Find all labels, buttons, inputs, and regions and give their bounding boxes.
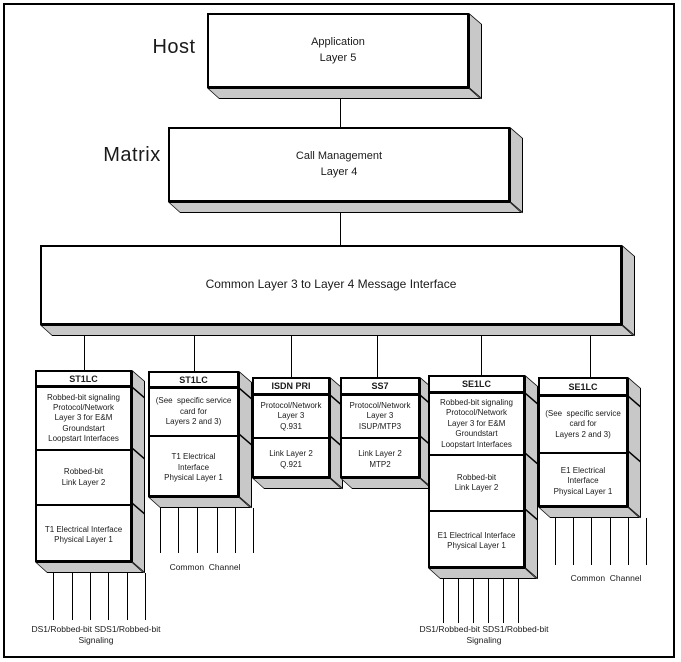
connector-common-to-st1lc-1: [84, 336, 85, 370]
card-se1lc-2-title: SE1LC: [540, 379, 626, 397]
matrix-label: Matrix: [103, 144, 161, 166]
application-box: Application Layer 5: [207, 13, 482, 100]
card-se1lc-2-signal-line: [573, 518, 574, 565]
card-se1lc-1-layer1: E1 Electrical Interface Physical Layer 1: [430, 510, 523, 570]
common-interface-box: Common Layer 3 to Layer 4 Message Interf…: [40, 245, 635, 337]
card-se1lc-2-layer1: E1 Electrical Interface Physical Layer 1: [540, 452, 626, 509]
left-ds1-signaling-label: DS1/Robbed-bit SDS1/Robbed-bit Signaling: [31, 624, 161, 646]
card-st1lc-2-signal-line: [197, 508, 198, 553]
connector-common-to-se1lc-1: [481, 336, 482, 375]
application-box-side-face: [469, 13, 482, 100]
card-se1lc-1: SE1LC Robbed-bit signaling Protocol/Netw…: [428, 375, 538, 580]
card-st1lc-2-side-face: [239, 371, 252, 509]
call-management-box-text: Call Management Layer 4: [168, 127, 510, 202]
call-management-box-bottom-face: [168, 202, 523, 213]
card-st1lc-2-layer1: T1 Electrical Interface Physical Layer 1: [150, 435, 237, 499]
application-box-text: Application Layer 5: [207, 13, 469, 88]
card-se1lc-2-signal-line: [628, 518, 629, 565]
card-ss7-layer3: Protocol/Network Layer 3 ISUP/MTP3: [349, 400, 411, 431]
common-interface-box-side-face: [622, 245, 635, 337]
card-se1lc-2-signal-line: [555, 518, 556, 565]
connector-common-to-ss7: [377, 336, 378, 377]
card-isdn-pri-title: ISDN PRI: [254, 379, 328, 396]
card-se1lc-1-signal-line: [488, 579, 489, 623]
card-se1lc-2-signal-line: [610, 518, 611, 565]
application-box-bottom-face: [207, 88, 482, 99]
card-se1lc-2-signal-line: [646, 518, 647, 565]
call-management-box: Call Management Layer 4: [168, 127, 523, 214]
card-se1lc-1-signal-line: [503, 579, 504, 623]
card-st1lc-1-side-face: [132, 370, 145, 574]
card-se1lc-1-side-face: [525, 375, 538, 580]
card-st1lc-2-signal-line: [160, 508, 161, 553]
diagram-border: [3, 3, 675, 658]
card-se1lc-2-side-face: [628, 377, 641, 519]
card-st1lc-1-signal-line: [53, 573, 54, 620]
card-st1lc-1: ST1LC Robbed-bit signaling Protocol/Netw…: [35, 370, 145, 574]
card-st1lc-2-signal-line: [178, 508, 179, 553]
card-st1lc-1-signal-line: [90, 573, 91, 620]
card-st1lc-2-signal-line: [253, 508, 254, 553]
connector-call-to-common: [340, 213, 341, 245]
card-se1lc-1-layer2: Robbed-bit Link Layer 2: [430, 454, 523, 510]
card-se1lc-2-signal-line: [591, 518, 592, 565]
card-isdn-pri-layer3: Protocol/Network Layer 3 Q.931: [260, 400, 322, 431]
connector-common-to-st1lc-2: [194, 336, 195, 371]
common-interface-box-bottom-face: [40, 325, 635, 336]
host-label: Host: [152, 36, 196, 58]
card-se1lc-2: SE1LC (See specific service card for Lay…: [538, 377, 641, 519]
card-st1lc-1-signal-line: [108, 573, 109, 620]
connector-common-to-isdn-pri: [291, 336, 292, 377]
card-st1lc-2-signal-line: [217, 508, 218, 553]
call-management-box-side-face: [510, 127, 523, 214]
card-se1lc-1-layer3: Robbed-bit signaling Protocol/Network La…: [440, 398, 513, 449]
card-se1lc-1-signal-line: [458, 579, 459, 623]
card-st1lc-2-signal-line: [235, 508, 236, 553]
right-ds1-signaling-label: DS1/Robbed-bit SDS1/Robbed-bit Signaling: [419, 624, 549, 646]
card-isdn-pri: ISDN PRI Protocol/Network Layer 3 Q.931 …: [252, 377, 343, 490]
card-st1lc-1-signal-line: [127, 573, 128, 620]
card-ss7-title: SS7: [342, 379, 418, 396]
card-se1lc-1-signal-line: [473, 579, 474, 623]
card-st1lc-2: ST1LC (See specific service card for Lay…: [148, 371, 252, 509]
common-interface-box-text: Common Layer 3 to Layer 4 Message Interf…: [40, 245, 622, 325]
right-common-channel-label: Common Channel: [570, 573, 642, 583]
left-common-channel-label: Common Channel: [169, 562, 241, 572]
card-se1lc-1-title: SE1LC: [430, 377, 523, 394]
card-se1lc-2-service-note: (See specific service card for Layers 2 …: [545, 408, 621, 439]
card-ss7-layer2: Link Layer 2 MTP2: [342, 437, 418, 480]
card-st1lc-2-title: ST1LC: [150, 373, 237, 389]
card-ss7: SS7 Protocol/Network Layer 3 ISUP/MTP3 L…: [340, 377, 433, 490]
card-st1lc-1-signal-line: [72, 573, 73, 620]
card-st1lc-1-title: ST1LC: [37, 372, 130, 388]
card-se1lc-1-signal-line: [443, 579, 444, 623]
card-st1lc-1-layer1: T1 Electrical Interface Physical Layer 1: [37, 504, 130, 564]
connector-application-to-call: [340, 99, 341, 127]
card-st1lc-1-layer2: Robbed-bit Link Layer 2: [37, 449, 130, 504]
card-st1lc-1-layer3: Robbed-bit signaling Protocol/Network La…: [47, 392, 120, 444]
card-se1lc-1-signal-line: [518, 579, 519, 623]
card-isdn-pri-layer2: Link Layer 2 Q.921: [254, 437, 328, 480]
card-st1lc-2-service-note: (See specific service card for Layers 2 …: [155, 396, 232, 427]
connector-common-to-se1lc-2: [590, 336, 591, 377]
card-st1lc-1-signal-line: [145, 573, 146, 620]
